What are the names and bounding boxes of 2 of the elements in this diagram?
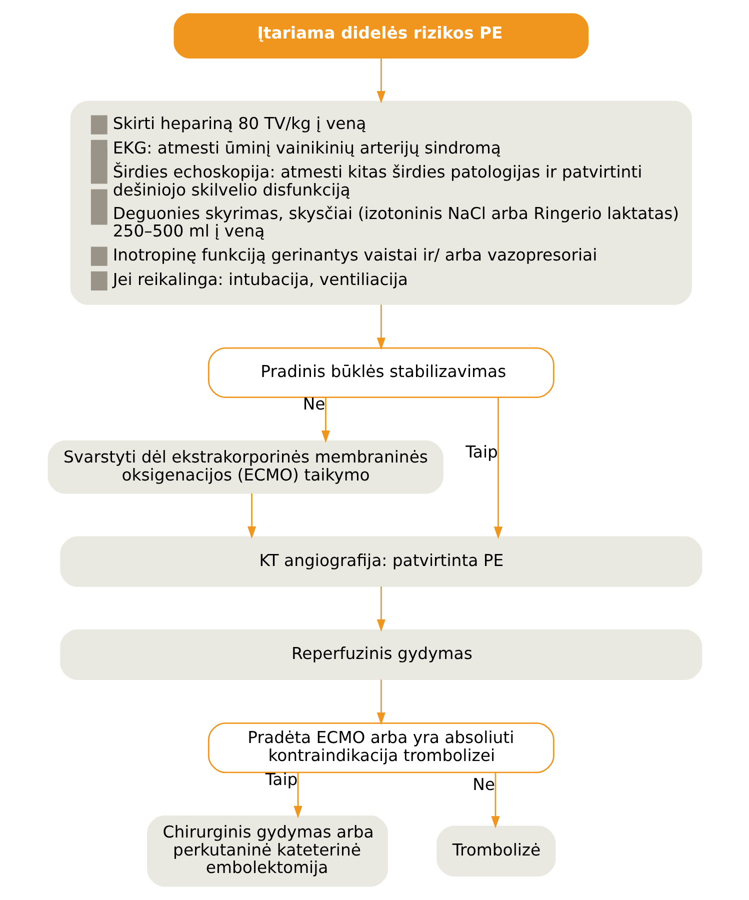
edge-label: Ne [472, 775, 495, 794]
edge-label: Taip [465, 442, 498, 462]
